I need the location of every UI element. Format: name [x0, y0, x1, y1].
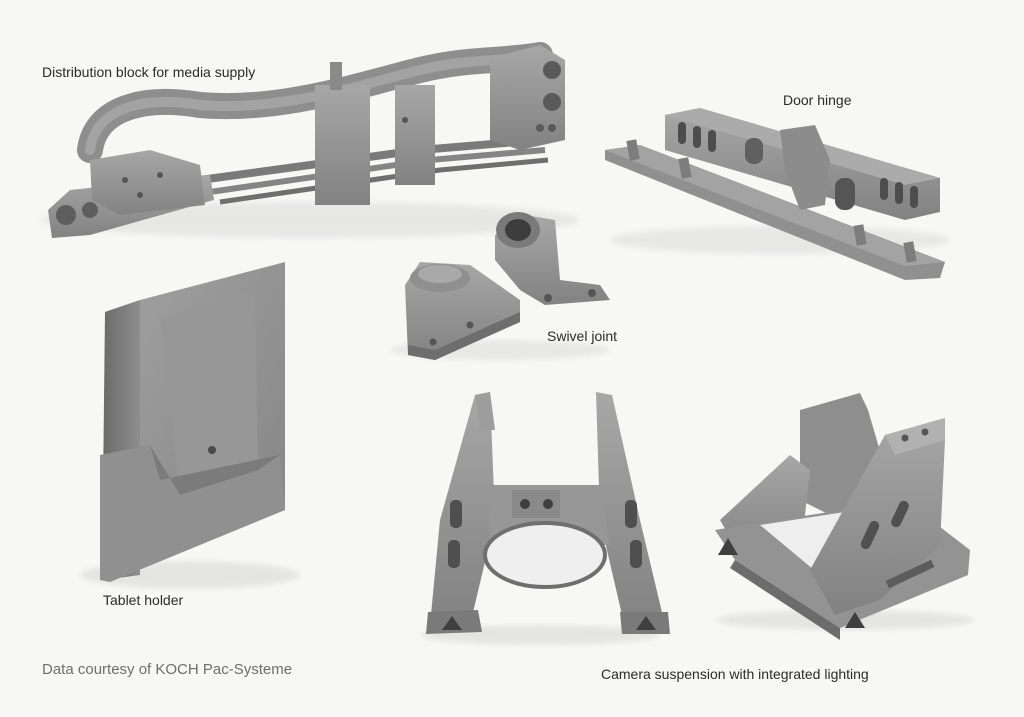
door-hinge-label: Door hinge	[783, 92, 852, 108]
distribution-block-part	[40, 42, 580, 238]
data-credit: Data courtesy of KOCH Pac-Systeme	[42, 661, 293, 678]
distribution-block-label: Distribution block for media supply	[42, 64, 256, 80]
swivel-joint-part	[390, 212, 610, 360]
door-hinge-part	[605, 108, 950, 280]
tablet-holder-label: Tablet holder	[103, 592, 184, 608]
swivel-joint-label: Swivel joint	[547, 328, 618, 344]
camera-suspension-label: Camera suspension with integrated lighti…	[601, 666, 869, 682]
camera-suspension-part-angled	[715, 393, 975, 640]
camera-suspension-part-front	[420, 392, 670, 645]
tablet-holder-part	[80, 262, 300, 589]
